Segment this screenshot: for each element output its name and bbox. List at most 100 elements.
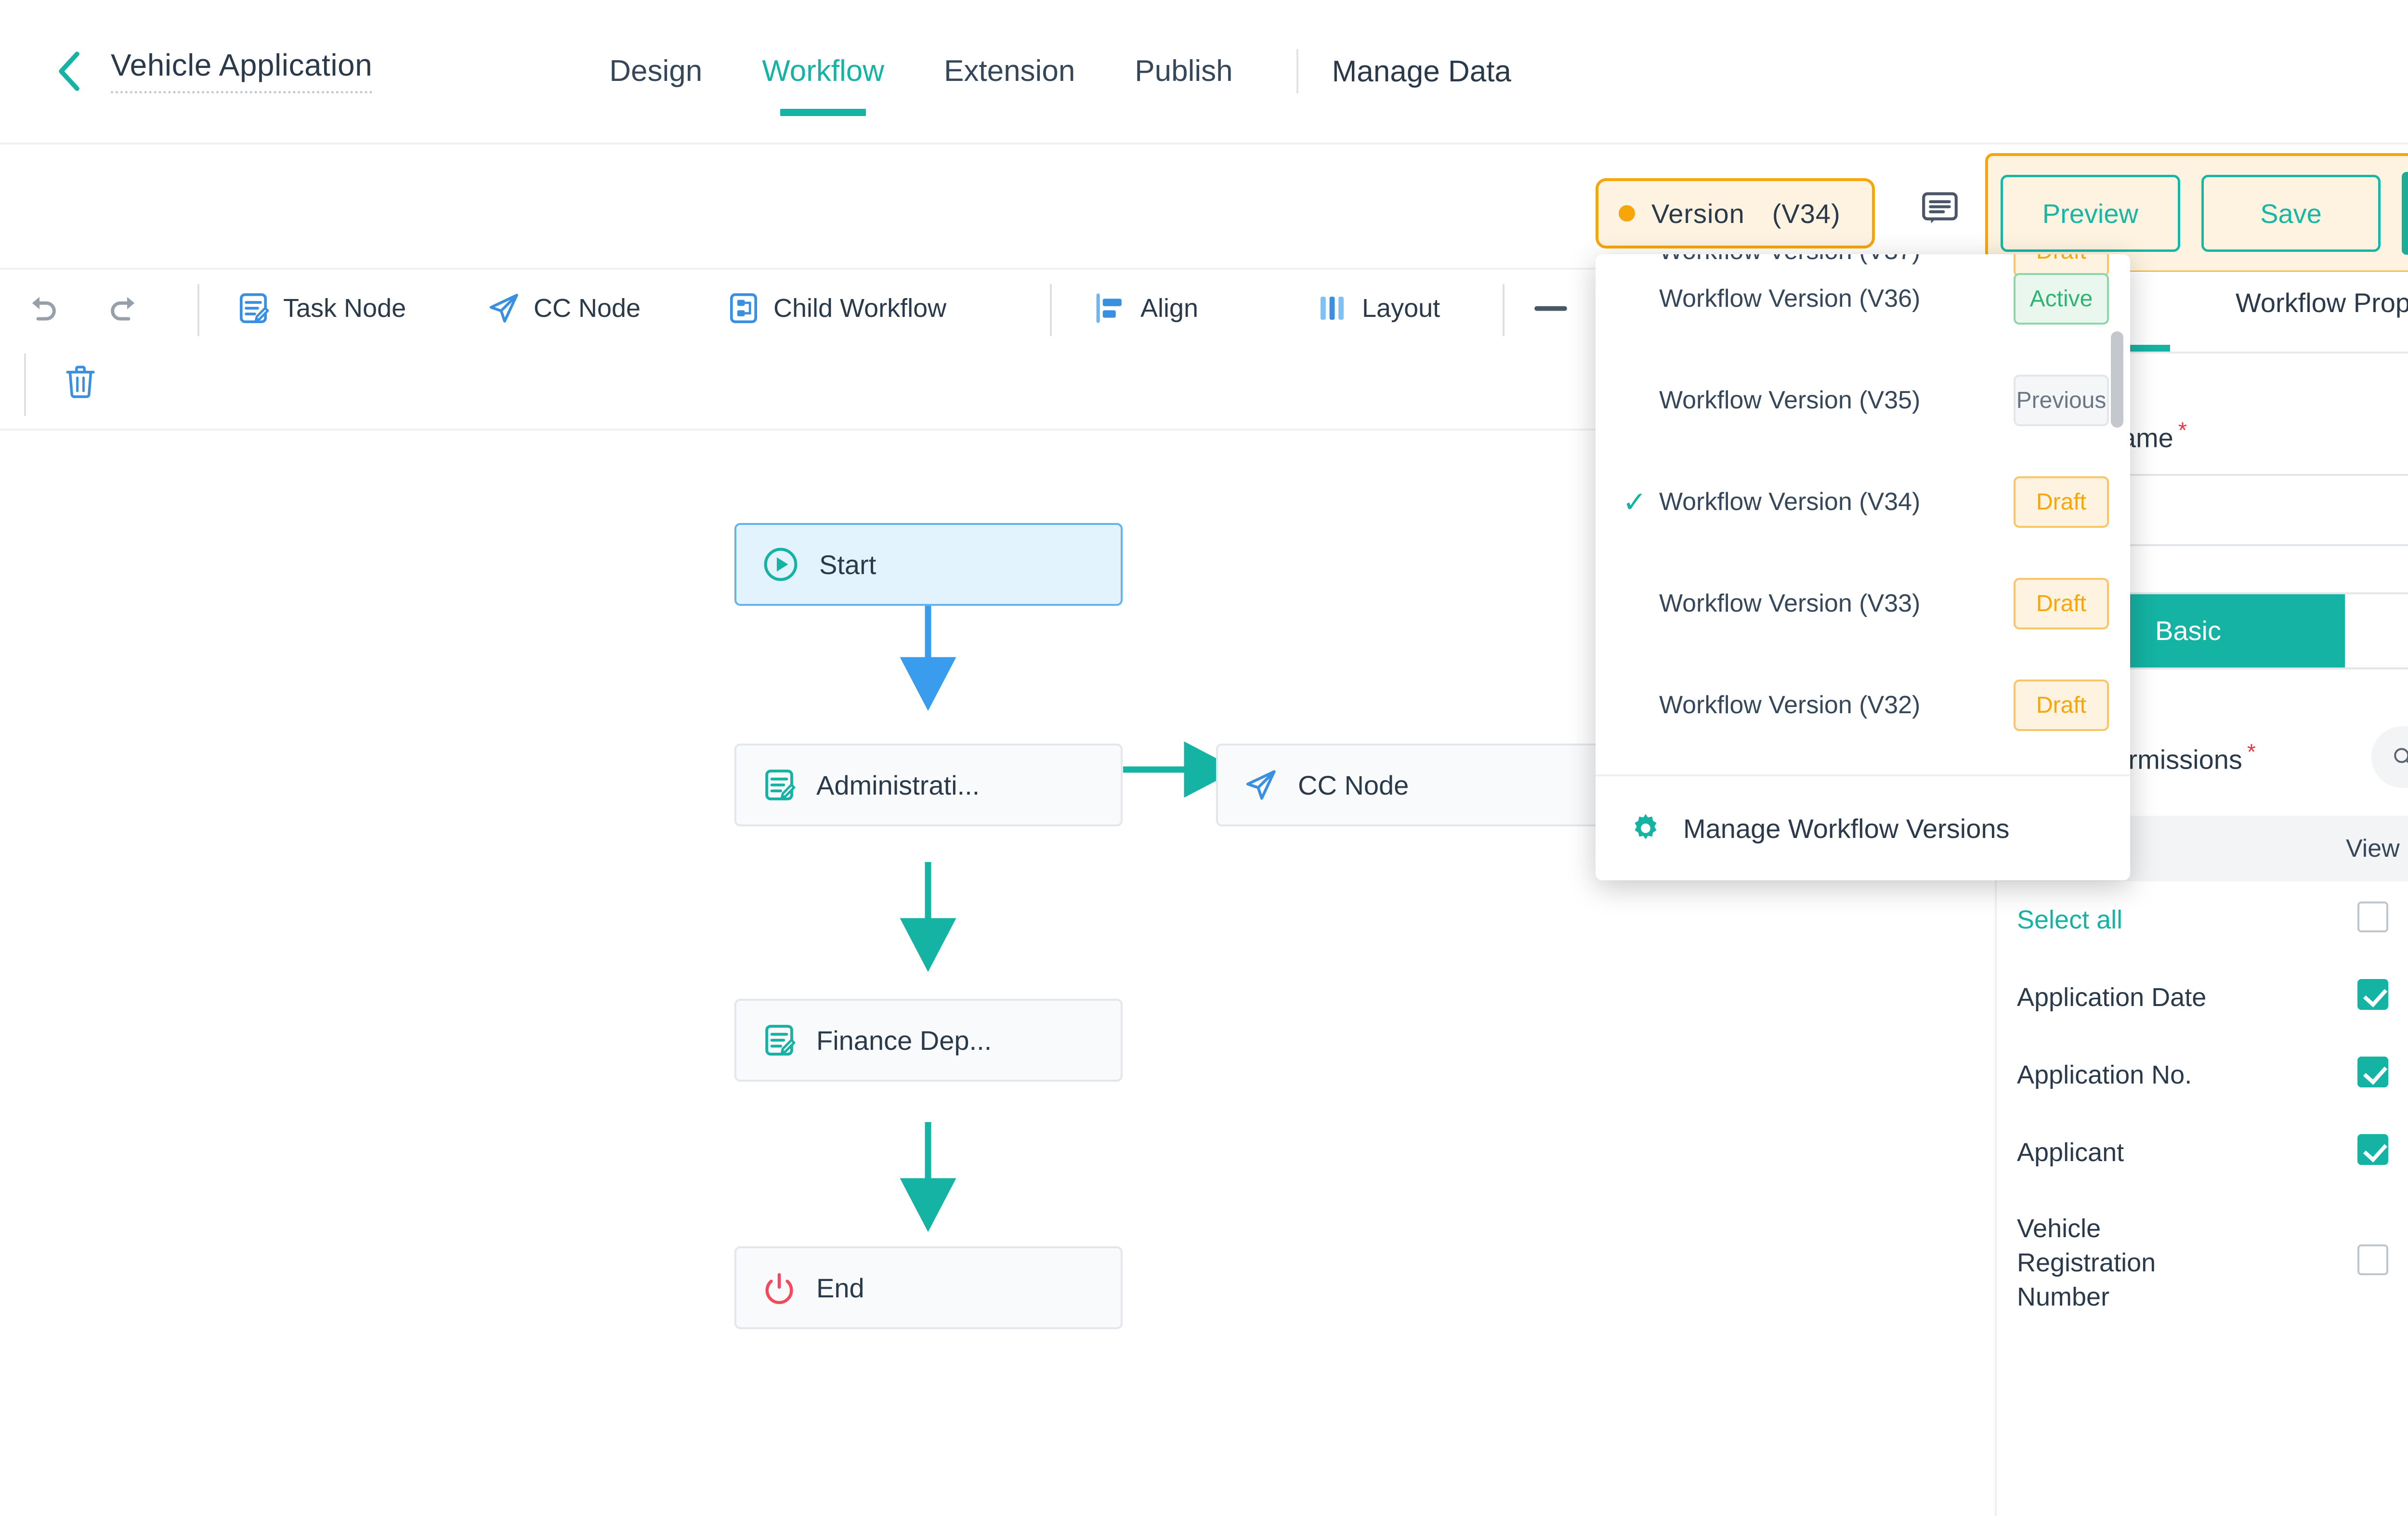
table-row[interactable]: Vehicle Registration Number	[1997, 1191, 2408, 1335]
table-row[interactable]: Application No.	[1997, 1036, 2408, 1114]
tab-workflow[interactable]: Workflow	[732, 56, 914, 86]
version-item-label: Workflow Version (V33)	[1659, 589, 1921, 617]
node-cc-label: CC Node	[1298, 770, 1409, 800]
toolbar-align[interactable]: Align	[1093, 291, 1198, 326]
cc-node-icon	[1246, 770, 1276, 800]
tab-extension[interactable]: Extension	[944, 54, 1075, 88]
toolbar-layout-label: Layout	[1362, 294, 1440, 323]
notification-button[interactable]	[2406, 40, 2408, 87]
delete-button[interactable]	[64, 363, 97, 400]
manage-workflow-versions-label: Manage Workflow Versions	[1683, 813, 2010, 844]
segment-advanced[interactable]: Advanced	[2345, 594, 2408, 667]
undo-button[interactable]	[24, 292, 62, 326]
gear-icon	[1635, 814, 1657, 839]
version-status-dot	[1619, 205, 1635, 222]
redo-arrow-icon	[111, 297, 135, 321]
toolbar-task-node-label: Task Node	[283, 294, 406, 323]
zoom-out-button[interactable]	[1531, 299, 1570, 318]
checkbox-view[interactable]	[2357, 1244, 2388, 1276]
workflow-edges	[900, 602, 1238, 1232]
tab-publish[interactable]: Publish	[1135, 54, 1233, 88]
table-row[interactable]: Select all	[1997, 881, 2408, 959]
required-asterisk: *	[2178, 418, 2187, 443]
field-search[interactable]	[2371, 726, 2408, 788]
cell-view	[2310, 1036, 2408, 1114]
main-nav-tabs: Design Workflow Extension Publish Manage…	[579, 49, 1511, 93]
redo-button[interactable]	[105, 292, 143, 326]
task-node-icon	[239, 293, 269, 324]
node-administration[interactable]: Administrati...	[734, 744, 1123, 826]
back-button[interactable]	[53, 50, 87, 93]
version-status-badge: Active	[2014, 273, 2109, 325]
cell-view	[2310, 1191, 2408, 1335]
table-row[interactable]: Applicant	[1997, 1114, 2408, 1191]
toolbar-child-workflow[interactable]: Child Workflow	[726, 291, 946, 326]
version-selected-check: ✓	[1623, 485, 1647, 518]
node-end-label: End	[816, 1272, 864, 1303]
manage-workflow-versions-button[interactable]: Manage Workflow Versions	[1596, 774, 2130, 880]
version-status-badge: Previous	[2014, 375, 2109, 426]
enable-button[interactable]: Enable	[2402, 172, 2408, 255]
cell-view	[2310, 1114, 2408, 1191]
toolbar-align-label: Align	[1140, 294, 1199, 323]
tab-design[interactable]: Design	[609, 54, 703, 88]
manage-data-link[interactable]: Manage Data	[1332, 54, 1511, 88]
version-item-v34[interactable]: ✓ Workflow Version (V34) Draft	[1596, 451, 2130, 553]
checkbox-view[interactable]	[2357, 1056, 2388, 1087]
child-workflow-icon	[730, 293, 758, 324]
toolbar-layout[interactable]: Layout	[1315, 291, 1440, 326]
save-button[interactable]: Save	[2201, 175, 2381, 252]
version-item-label: Workflow Version (V32)	[1659, 691, 1921, 719]
toolbar-task-node[interactable]: Task Node	[236, 291, 406, 326]
nav-divider	[1296, 49, 1298, 93]
top-header: Vehicle Application Design Workflow Exte…	[0, 0, 2408, 144]
power-icon	[765, 1273, 793, 1304]
toolbar-child-workflow-label: Child Workflow	[773, 294, 947, 323]
row-field-label: Vehicle Registration Number	[2017, 1214, 2156, 1312]
layout-icon	[1321, 297, 1344, 320]
node-start[interactable]: Start	[734, 523, 1123, 606]
toolbar-divider-3	[1503, 284, 1505, 336]
tabs-divider	[1997, 352, 2408, 353]
toolbar-divider-2	[1050, 284, 1052, 336]
cc-node-icon	[489, 294, 518, 323]
chevron-left-icon	[59, 52, 79, 91]
undo-arrow-icon	[32, 297, 56, 321]
checkbox-view[interactable]	[2357, 979, 2388, 1010]
row-field-label[interactable]: Select all	[2017, 905, 2123, 934]
tab-workflow-properties[interactable]: Workflow Properties	[2236, 288, 2408, 318]
version-item-v32[interactable]: Workflow Version (V32) Draft	[1596, 654, 2130, 756]
play-circle-icon	[764, 548, 798, 581]
trash-icon	[66, 366, 95, 398]
table-row[interactable]: Application Date	[1997, 959, 2408, 1036]
version-item-v33[interactable]: Workflow Version (V33) Draft	[1596, 553, 2130, 654]
preview-button[interactable]: Preview	[2001, 175, 2180, 252]
version-item-v36[interactable]: Workflow Version (V36) Active	[1596, 254, 2130, 350]
toolbar-divider-4	[24, 353, 26, 416]
toolbar-cc-node[interactable]: CC Node	[486, 291, 641, 326]
node-finance[interactable]: Finance Dep...	[734, 999, 1123, 1082]
field-permissions-table: Fields View Edit Brief? Select all	[1997, 815, 2408, 1335]
checkbox-view[interactable]	[2357, 901, 2388, 932]
version-selector[interactable]: Version (V34)	[1596, 178, 1875, 248]
node-finance-label: Finance Dep...	[816, 1025, 992, 1056]
header-actions: J	[2406, 39, 2408, 89]
version-item-label: Workflow Version (V36)	[1659, 284, 1921, 313]
version-item-label: Workflow Version (V37)	[1659, 254, 2014, 268]
version-item-label: Workflow Version (V35)	[1659, 386, 1921, 414]
task-node-icon	[765, 770, 796, 800]
node-end[interactable]: End	[734, 1246, 1123, 1329]
cell-view	[2310, 959, 2408, 1036]
version-item-v35[interactable]: Workflow Version (V35) Previous	[1596, 350, 2130, 451]
version-status-badge: Draft	[2014, 476, 2109, 528]
notes-icon	[1922, 192, 1958, 223]
node-cc[interactable]: CC Node	[1216, 744, 1604, 826]
version-list: Workflow Version (V37) Draft Workflow Ve…	[1596, 254, 2130, 774]
search-icon	[2394, 747, 2408, 763]
version-list-scrollbar[interactable]	[2111, 331, 2123, 428]
align-icon	[1096, 293, 1122, 323]
node-administration-label: Administrati...	[816, 770, 980, 800]
checkbox-view[interactable]	[2357, 1134, 2388, 1165]
workflow-notes-button[interactable]	[1919, 188, 1961, 236]
row-field-label: Application Date	[2017, 982, 2207, 1012]
